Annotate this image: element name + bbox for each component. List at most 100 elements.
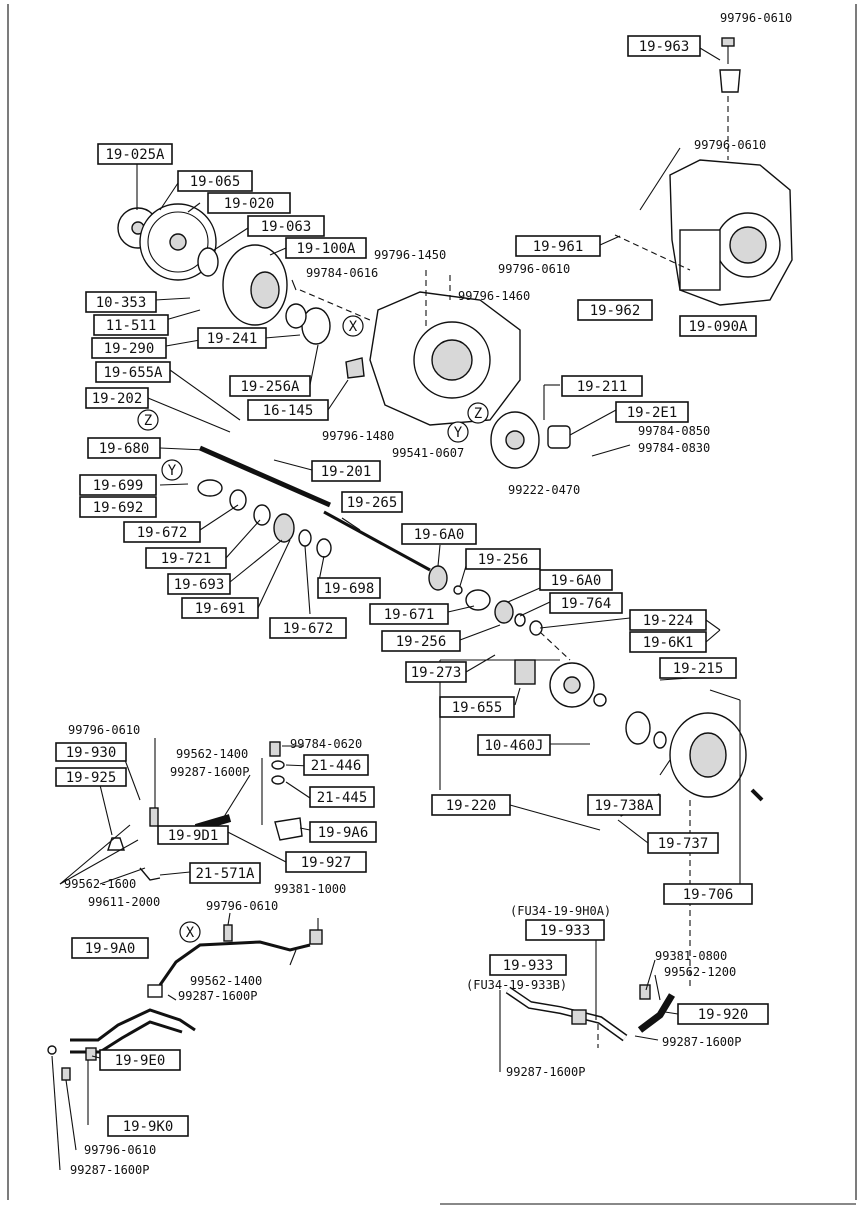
transaxle-pan-shape <box>679 229 721 291</box>
label-19-961: 19-961 <box>533 239 584 255</box>
fitting-19-9A6 <box>274 817 303 841</box>
shaft-19-265 <box>323 510 431 572</box>
valve-19-655 <box>514 659 536 685</box>
label-99222-0470: 99222-0470 <box>508 483 580 497</box>
label-19-655: 19-655 <box>452 700 503 716</box>
label-99287-1600P-a: 99287-1600P <box>170 765 249 779</box>
sensor-19-2E1 <box>547 425 571 449</box>
centerlines <box>299 96 729 1048</box>
oring-a <box>593 693 607 707</box>
bolt-99381-0800 <box>639 984 651 1000</box>
bolt-99796-0610-b <box>223 924 233 942</box>
label-99541-0607: 99541-0607 <box>392 446 464 460</box>
seal-19-290 <box>285 303 307 329</box>
label-99796-0610-c: 99796-0610 <box>498 262 570 276</box>
label-19-691: 19-691 <box>195 601 246 617</box>
label-19-737: 19-737 <box>658 836 709 852</box>
label-19-063: 19-063 <box>261 219 312 235</box>
marker-y-left-label: Y <box>168 463 177 479</box>
label-FU34-19-9H0A: (FU34-19-9H0A) <box>510 904 611 918</box>
plain-labels: 99796-0610 99796-0610 99796-1450 99784-0… <box>64 11 792 1177</box>
marker-z-right-label: Z <box>474 406 482 422</box>
clamp-lower-left <box>47 1045 57 1055</box>
label-19-671: 19-671 <box>384 607 435 623</box>
boxed-labels: 19-963 19-025A 19-065 19-020 19-063 19-1… <box>55 35 769 1137</box>
marker-z-left <box>137 409 159 431</box>
label-19-963: 19-963 <box>639 39 690 55</box>
label-99562-1400-b: 99562-1400 <box>190 974 262 988</box>
bolt-lower-left <box>61 1067 71 1081</box>
shaft-19-680 <box>198 445 332 508</box>
label-99796-0610-b: 99796-0610 <box>694 138 766 152</box>
marker-x-bottom <box>179 921 201 943</box>
label-99784-0620: 99784-0620 <box>290 737 362 751</box>
hose-19-920 <box>637 993 676 1033</box>
label-19-100A: 19-100A <box>296 241 356 257</box>
bolt-99796-0610 <box>149 807 159 827</box>
plate-19-063-shape <box>197 247 219 277</box>
label-19-680: 19-680 <box>99 441 150 457</box>
label-19-215: 19-215 <box>673 661 724 677</box>
label-21-445: 21-445 <box>317 790 368 806</box>
label-21-571A: 21-571A <box>195 866 255 882</box>
label-99784-0850: 99784-0850 <box>638 424 710 438</box>
ring-19-256 <box>453 585 463 595</box>
clamp-21-571A <box>139 867 161 881</box>
label-19-220: 19-220 <box>446 798 497 814</box>
label-19-927: 19-927 <box>301 855 352 871</box>
plug-16-145 <box>345 357 365 379</box>
label-19-090A: 19-090A <box>688 319 748 335</box>
label-99287-1600P-b: 99287-1600P <box>178 989 257 1003</box>
gear-19-693 <box>273 513 295 543</box>
label-19-933-a: 19-933 <box>540 923 591 939</box>
label-99562-1200: 99562-1200 <box>664 965 736 979</box>
label-19-920: 19-920 <box>698 1007 749 1023</box>
label-19-706: 19-706 <box>683 887 734 903</box>
label-19-6A0-a: 19-6A0 <box>414 527 465 543</box>
label-19-655A: 19-655A <box>103 365 163 381</box>
label-19-672-b: 19-672 <box>283 621 334 637</box>
bolt-side <box>750 788 764 802</box>
sleeve-19-692 <box>197 479 223 497</box>
label-99784-0616: 99784-0616 <box>306 266 378 280</box>
label-99796-1480: 99796-1480 <box>322 429 394 443</box>
label-FU34-19-933B: (FU34-19-933B) <box>466 978 567 992</box>
label-19-930: 19-930 <box>66 745 117 761</box>
label-99562-1400-a: 99562-1400 <box>176 747 248 761</box>
label-99562-1600: 99562-1600 <box>64 877 136 891</box>
end-cover-hub <box>505 430 525 450</box>
label-99796-0610-f: 99796-0610 <box>84 1143 156 1157</box>
marker-x-top-label: X <box>349 319 358 335</box>
label-19-2E1: 19-2E1 <box>627 405 678 421</box>
parts-illustrations <box>47 37 793 1081</box>
label-19-764: 19-764 <box>561 596 612 612</box>
label-19-211: 19-211 <box>577 379 628 395</box>
seal-small <box>653 731 667 749</box>
ring-19-672-b <box>298 529 312 547</box>
ring-19-672 <box>229 489 247 511</box>
label-99381-1000: 99381-1000 <box>274 882 346 896</box>
label-99287-1600P-e: 99287-1600P <box>70 1163 149 1177</box>
label-10-460J: 10-460J <box>484 738 543 754</box>
hose-19-925 <box>107 837 125 851</box>
clip-19-9K0 <box>85 1047 97 1061</box>
label-19-201: 19-201 <box>321 464 372 480</box>
ring-19-764 <box>514 613 526 627</box>
marker-z-right <box>467 402 489 424</box>
label-19-721: 19-721 <box>161 551 212 567</box>
label-19-672-a: 19-672 <box>137 525 188 541</box>
bearing-19-6A0-b <box>494 600 514 624</box>
markers: X Z Y Z Y X <box>137 315 489 943</box>
bracket-19-963-shape <box>719 69 741 93</box>
label-19-962: 19-962 <box>590 303 641 319</box>
pipe-19-9A0 <box>158 940 311 986</box>
label-19-202: 19-202 <box>92 391 143 407</box>
label-19-256A: 19-256A <box>240 379 300 395</box>
bolt-99381-1000 <box>309 929 323 945</box>
torque-converter-hub <box>250 271 280 309</box>
washer-21-446 <box>271 760 285 770</box>
label-99611-2000: 99611-2000 <box>88 895 160 909</box>
bearing-19-6A0 <box>428 565 448 591</box>
bolt-99784-0620 <box>269 741 281 757</box>
